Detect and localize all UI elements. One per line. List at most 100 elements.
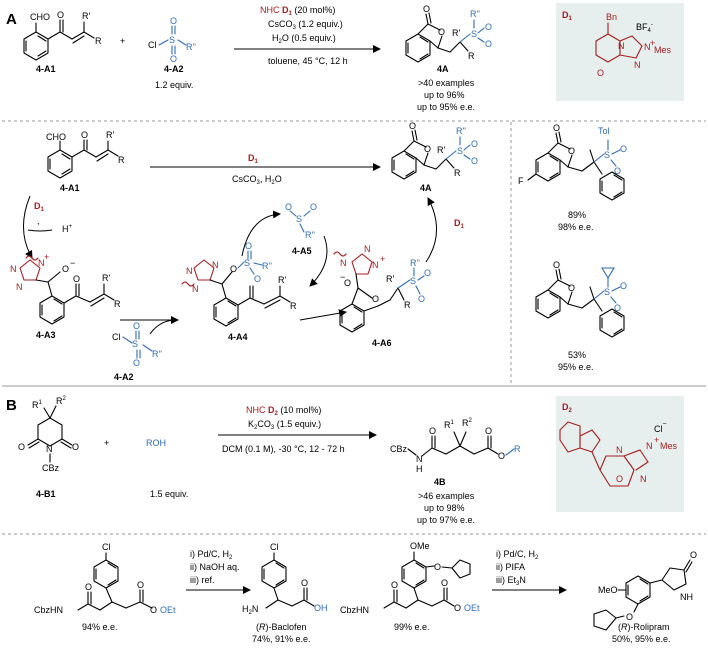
- svg-text:iii) Et3N: iii) Et3N: [496, 575, 526, 587]
- svg-text:4-B1: 4-B1: [36, 489, 56, 499]
- svg-text:i) Pd/C, H2: i) Pd/C, H2: [496, 549, 539, 561]
- svg-text:R'': R'': [186, 42, 196, 52]
- svg-text:R2: R2: [56, 396, 67, 406]
- svg-text:D1: D1: [454, 218, 465, 230]
- svg-text:S: S: [604, 150, 610, 160]
- svg-text:CbzHN: CbzHN: [340, 605, 369, 615]
- svg-text:O: O: [690, 550, 697, 560]
- svg-text:4-A2: 4-A2: [114, 372, 134, 382]
- svg-text:Cl: Cl: [270, 542, 279, 552]
- svg-text:O: O: [438, 27, 445, 37]
- svg-text:O: O: [73, 274, 80, 284]
- svg-text:ROH: ROH: [146, 438, 166, 448]
- svg-text:−: −: [340, 272, 345, 282]
- svg-text:R: R: [118, 155, 125, 165]
- svg-text:O: O: [285, 202, 292, 212]
- mechanism-left-steps: D1 , H+: [22, 195, 73, 259]
- svg-text:O: O: [418, 294, 425, 304]
- svg-text:O: O: [62, 264, 69, 274]
- svg-text:O: O: [434, 562, 441, 572]
- svg-text:(R)-Rolipram: (R)-Rolipram: [618, 622, 670, 632]
- svg-text:iii) ref.: iii) ref.: [190, 575, 215, 585]
- svg-text:O: O: [423, 4, 430, 14]
- svg-text:MeO: MeO: [598, 585, 618, 595]
- svg-text:+: +: [380, 254, 385, 264]
- svg-text:R'': R'': [470, 9, 480, 19]
- svg-text:CHO: CHO: [30, 12, 50, 22]
- svg-text:D1: D1: [248, 153, 259, 165]
- svg-text:R'': R'': [456, 126, 466, 136]
- svg-text:O: O: [254, 274, 261, 284]
- svg-text:O: O: [429, 426, 436, 436]
- svg-text:89%: 89%: [568, 210, 586, 220]
- svg-text:R'': R'': [152, 349, 162, 359]
- svg-text:O: O: [424, 144, 431, 154]
- svg-text:OEt: OEt: [160, 605, 176, 615]
- svg-text:N: N: [644, 42, 651, 52]
- svg-text:4-A5: 4-A5: [292, 246, 312, 256]
- svg-text:O: O: [150, 605, 157, 615]
- svg-text:O: O: [626, 612, 633, 622]
- svg-text:Bn: Bn: [606, 12, 617, 22]
- rolipram-sm: OMe O O CbzHN O O OEt 99% e.e.: [340, 541, 480, 632]
- sm-roh: ROH 1.5 equiv.: [146, 438, 188, 499]
- svg-text:H2O (0.5 equiv.): H2O (0.5 equiv.): [272, 33, 336, 45]
- svg-text:N: N: [10, 264, 17, 274]
- svg-text:i) Pd/C, H2: i) Pd/C, H2: [190, 549, 233, 561]
- svg-text:74%, 91% e.e.: 74%, 91% e.e.: [252, 634, 311, 644]
- svg-text:4-A3: 4-A3: [36, 330, 56, 340]
- svg-text:N: N: [646, 441, 653, 451]
- arrow-a4-to-a5: [241, 210, 281, 257]
- svg-text:4-A1: 4-A1: [60, 183, 80, 193]
- svg-text:CBz: CBz: [42, 463, 60, 473]
- svg-text:O: O: [498, 451, 505, 461]
- svg-text:95% e.e.: 95% e.e.: [558, 362, 594, 372]
- baclofen-steps: i) Pd/C, H2 ii) NaOH aq. iii) ref.: [186, 549, 251, 594]
- svg-text:OMe: OMe: [410, 541, 430, 551]
- svg-text:O: O: [170, 16, 177, 26]
- svg-text:S: S: [604, 287, 610, 297]
- svg-text:D1: D1: [562, 10, 573, 22]
- svg-text:S: S: [471, 29, 477, 39]
- conditions-a: NHC D1 (20 mol%) CsCO3 (1.2 equiv.) H2O …: [234, 5, 381, 66]
- svg-text:O: O: [133, 358, 140, 368]
- plus-sign-b: +: [104, 438, 109, 448]
- mechanism-4-a2: Cl S O O R'' 4-A2: [112, 321, 162, 382]
- svg-text:R': R': [452, 28, 460, 38]
- svg-text:O: O: [614, 303, 621, 313]
- svg-text:S: S: [296, 214, 302, 224]
- intermediate-4-a5: O S O R'' 4-A5: [285, 202, 317, 256]
- product-4a: O O R' R S O O R'' 4A >40 examples up to…: [405, 4, 492, 112]
- svg-text:4A: 4A: [420, 183, 432, 193]
- svg-text:O: O: [85, 582, 92, 592]
- svg-text:O: O: [301, 578, 308, 588]
- svg-text:R': R': [386, 274, 394, 284]
- intermediate-4-a3: N N N + O − O R' R 4-A3: [10, 252, 121, 340]
- svg-text:1.5 equiv.: 1.5 equiv.: [150, 489, 188, 499]
- svg-text:O: O: [18, 442, 25, 452]
- svg-text:N: N: [372, 260, 379, 270]
- baclofen-product: Cl H2N O OH (R)-Baclofen 74%, 91% e.e.: [242, 542, 328, 644]
- svg-text:N: N: [16, 282, 23, 292]
- svg-text:ii) PIFA: ii) PIFA: [496, 562, 525, 572]
- svg-text:O: O: [230, 264, 237, 274]
- plus-sign: +: [120, 36, 125, 46]
- svg-text:up to 98%: up to 98%: [424, 503, 465, 513]
- svg-text:F: F: [518, 176, 524, 186]
- svg-text:O: O: [137, 580, 144, 590]
- svg-text:N: N: [186, 266, 193, 276]
- svg-text:S: S: [244, 258, 250, 268]
- svg-text:O: O: [81, 130, 88, 140]
- svg-text:D1: D1: [34, 201, 45, 213]
- svg-text:Cl: Cl: [112, 332, 121, 342]
- sm-4-a2: Cl S O O R'' 4-A2 1.2 equiv.: [148, 16, 196, 90]
- svg-text:O: O: [409, 121, 416, 131]
- arrow-a2-join: [149, 319, 177, 335]
- svg-text:CbzHN: CbzHN: [34, 605, 63, 615]
- svg-text:up to 95% e.e.: up to 95% e.e.: [417, 102, 475, 112]
- svg-text:N: N: [212, 260, 219, 270]
- mechanism-top-sm: CHO O R' R 4-A1: [46, 130, 125, 193]
- product-4b: CBz N H O R1 R2 O O R 4B >46 examples up…: [390, 418, 521, 525]
- svg-text:NHC D2 (10 mol%): NHC D2 (10 mol%): [246, 405, 321, 417]
